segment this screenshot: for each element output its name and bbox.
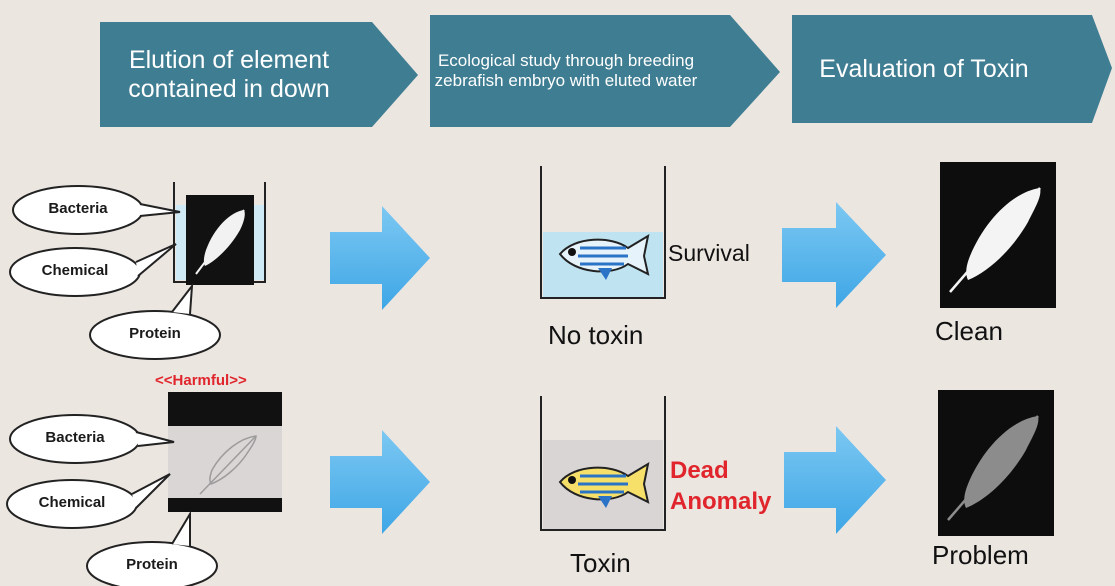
row2-problem-feather-card: [938, 390, 1054, 536]
survival-label: Survival: [668, 240, 750, 267]
no-toxin-label: No toxin: [548, 320, 643, 351]
row1-bacteria-label: Bacteria: [18, 200, 138, 217]
dead-label: Dead: [670, 455, 771, 486]
row1-feather-card: [186, 195, 254, 285]
toxin-label: Toxin: [570, 548, 631, 579]
row2-harmful-card: [168, 392, 282, 512]
row2-bacteria-label: Bacteria: [15, 429, 135, 446]
row2-fish-beaker: [541, 396, 665, 530]
header-step3-label: Evaluation of Toxin: [792, 15, 1092, 123]
dead-anomaly-label: Dead Anomaly: [670, 455, 771, 517]
header-step2-label: Ecological study through breeding zebraf…: [430, 15, 736, 127]
row2-arrow-1: [330, 430, 430, 534]
harmful-label: <<Harmful>>: [155, 372, 247, 389]
row2-protein-label: Protein: [92, 556, 212, 573]
row1-protein-label: Protein: [95, 325, 215, 342]
row1-arrow-1: [330, 206, 430, 310]
row1-fish-beaker: [541, 166, 665, 298]
row1-bubble-protein: [90, 286, 220, 359]
anomaly-label: Anomaly: [670, 486, 771, 517]
row1-chemical-label: Chemical: [15, 262, 135, 279]
header-step1-label: Elution of element contained in down: [100, 22, 382, 127]
clean-label: Clean: [935, 316, 1003, 347]
problem-label: Problem: [932, 540, 1029, 571]
row2-arrow-2: [784, 426, 886, 534]
row1-arrow-2: [782, 202, 886, 308]
row1-clean-feather-card: [940, 162, 1056, 308]
row2-chemical-label: Chemical: [12, 494, 132, 511]
